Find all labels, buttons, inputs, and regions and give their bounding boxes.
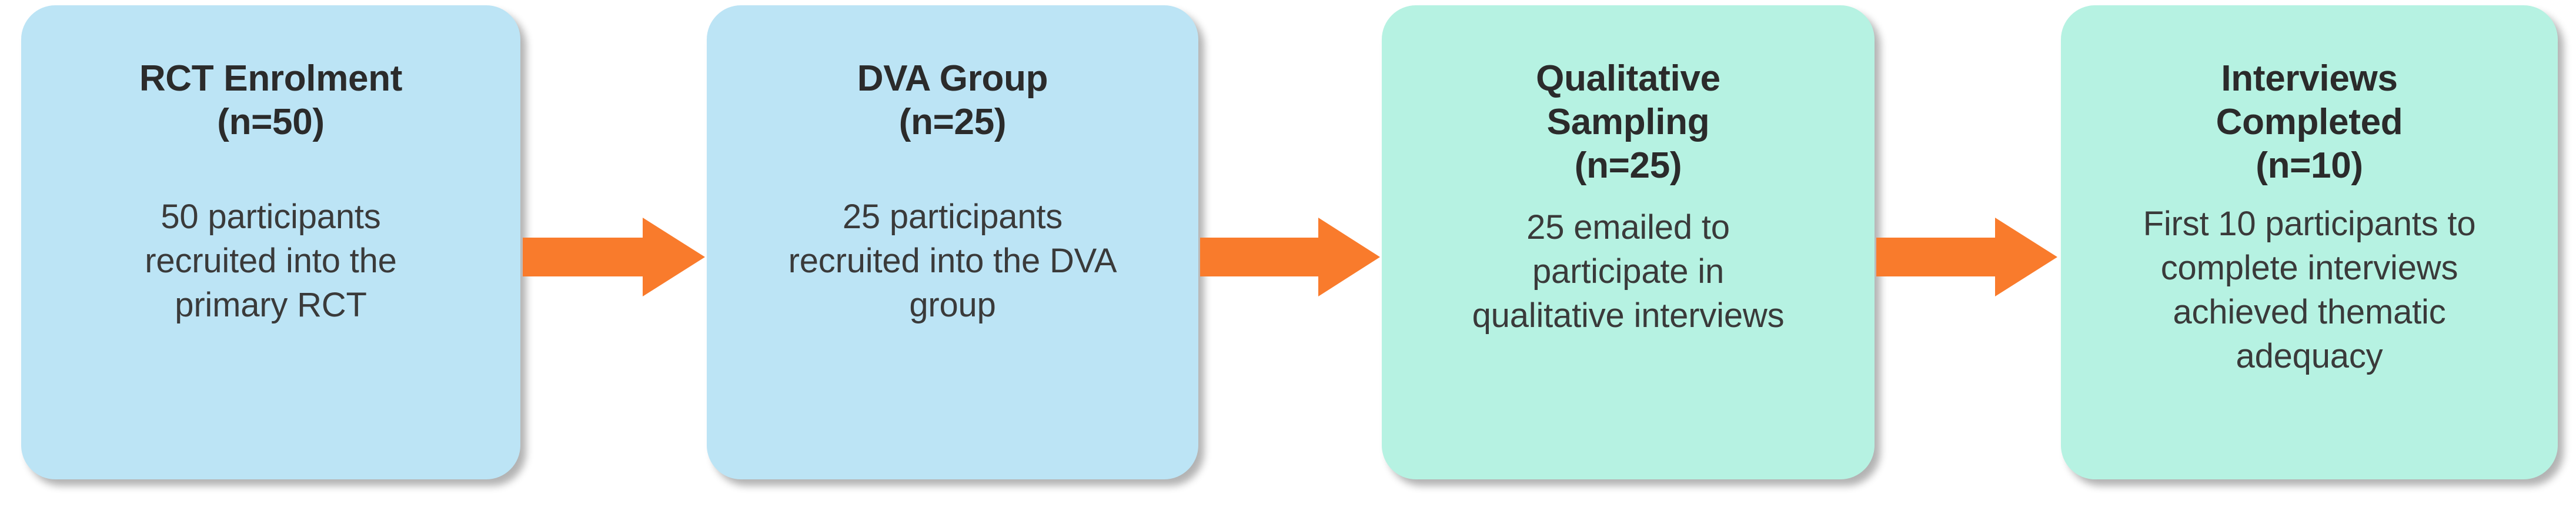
flow-node-body: 25 emailed to participate in qualitative… [1472, 208, 1785, 335]
arrow-right-icon-2 [1200, 218, 1380, 296]
arrow-right-icon-3 [1876, 218, 2057, 296]
flow-node-interviews-completed[interactable]: Interviews Completed (n=10) First 10 par… [2061, 5, 2558, 479]
flow-node-title: Qualitative Sampling (n=25) [1536, 58, 1720, 186]
flow-node-body: First 10 participants to complete interv… [2143, 205, 2476, 375]
flow-node-body: 25 participants recruited into the DVA g… [788, 198, 1117, 324]
flow-node-dva-group[interactable]: DVA Group (n=25) 25 participants recruit… [707, 5, 1198, 479]
flow-node-title: DVA Group (n=25) [857, 58, 1048, 142]
flow-node-qualitative-sampling[interactable]: Qualitative Sampling (n=25) 25 emailed t… [1382, 5, 1875, 479]
flow-node-body: 50 participants recruited into the prima… [145, 198, 397, 324]
arrow-right-icon-1 [523, 218, 705, 296]
flow-node-title: RCT Enrolment (n=50) [139, 58, 403, 142]
flow-node-rct-enrolment[interactable]: RCT Enrolment (n=50) 50 participants rec… [21, 5, 520, 479]
flow-node-title: Interviews Completed (n=10) [2216, 58, 2403, 186]
